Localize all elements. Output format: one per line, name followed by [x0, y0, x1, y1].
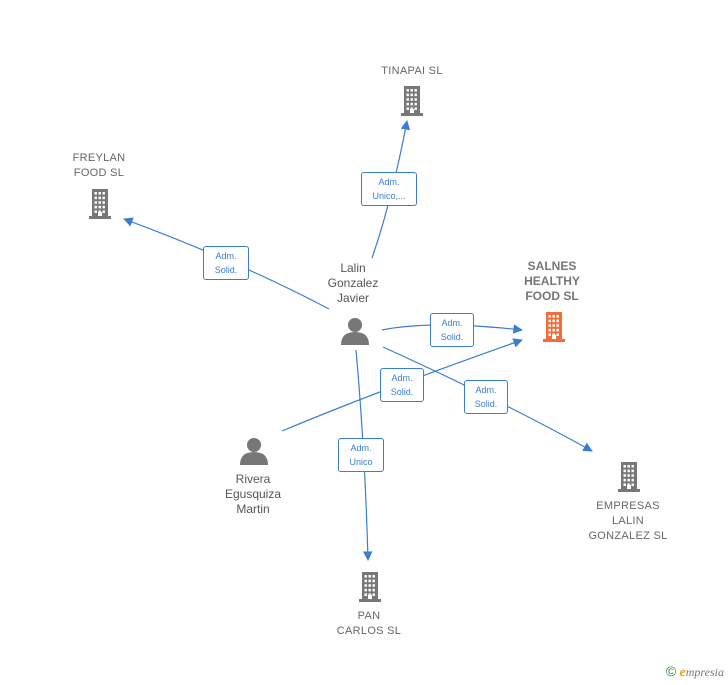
lalin-person-icon[interactable]: [341, 318, 369, 345]
node-label-pan[interactable]: PAN CARLOS SL: [336, 610, 402, 637]
node-label-tinapai[interactable]: TINAPAI SL: [381, 65, 443, 77]
node-label-lalin[interactable]: Lalin Gonzalez Javier: [327, 261, 379, 305]
pan-building-icon[interactable]: [359, 572, 381, 602]
relation-label-lalin-to-empresas[interactable]: Adm. Solid.: [464, 380, 508, 414]
tinapai-building-icon[interactable]: [401, 86, 423, 116]
node-label-freylan[interactable]: FREYLAN FOOD SL: [72, 152, 126, 179]
relation-label-lalin-to-freylan[interactable]: Adm. Solid.: [203, 246, 249, 280]
relation-label-lalin-to-salnes[interactable]: Adm. Solid.: [430, 313, 474, 347]
relation-label-lalin-to-tinapai[interactable]: Adm. Unico,...: [361, 172, 417, 206]
rivera-person-icon[interactable]: [240, 438, 268, 465]
node-label-empresas[interactable]: EMPRESAS LALIN GONZALEZ SL: [588, 500, 668, 542]
relation-label-lalin-to-pan[interactable]: Adm. Unico: [338, 438, 384, 472]
brand-logo-initial: e: [679, 665, 686, 680]
node-label-rivera[interactable]: Rivera Egusquiza Martin: [224, 472, 282, 516]
freylan-building-icon[interactable]: [89, 189, 111, 219]
relation-label-rivera-to-salnes[interactable]: Adm. Solid.: [380, 368, 424, 402]
copyright-icon: ©: [665, 663, 677, 679]
brand-watermark: © empresia: [666, 663, 724, 681]
salnes-building-icon[interactable]: [543, 312, 565, 342]
node-label-salnes[interactable]: SALNES HEALTHY FOOD SL: [524, 259, 580, 303]
brand-logo-text: mpresia: [685, 665, 724, 679]
empresas-building-icon[interactable]: [618, 462, 640, 492]
